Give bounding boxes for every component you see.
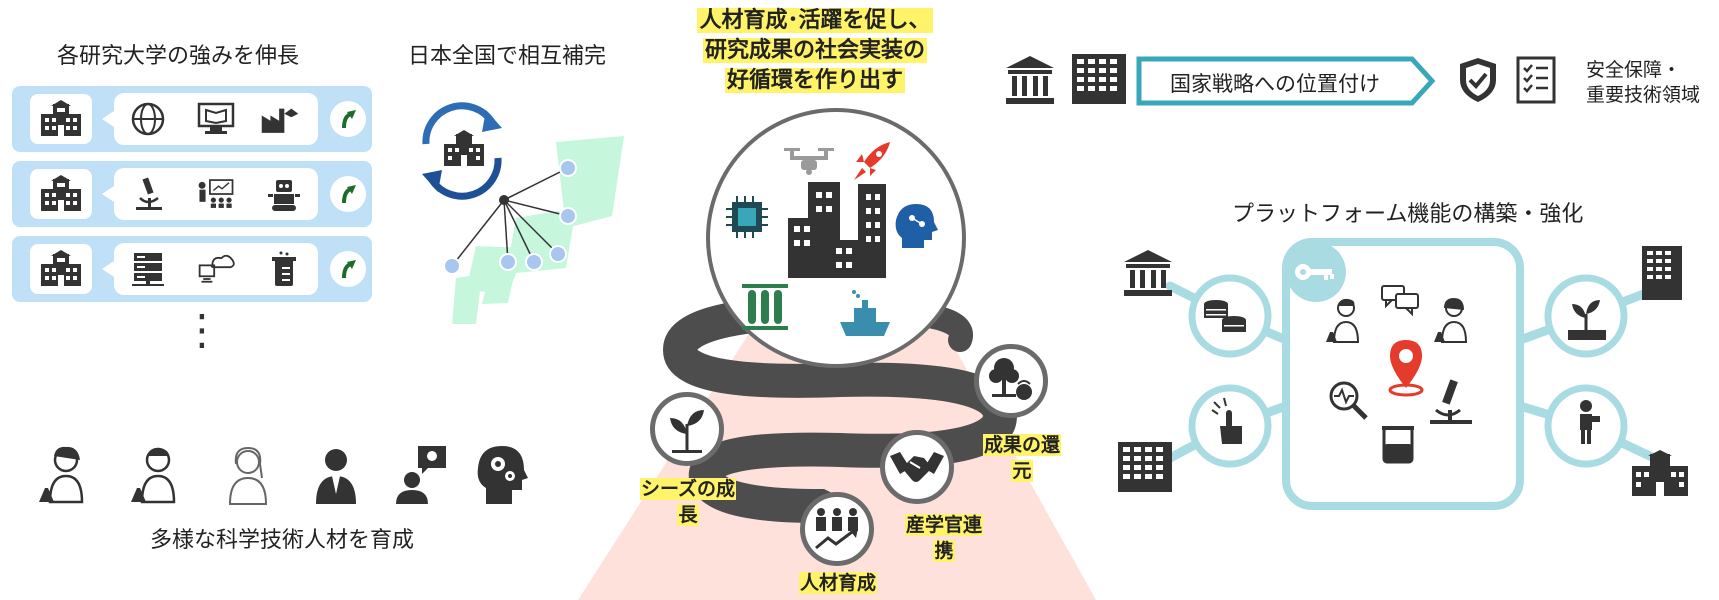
scientists-group (39, 446, 528, 505)
nationwide-title: 日本全国で相互補完 (408, 44, 607, 69)
university-node (499, 253, 517, 271)
microscope-icon (1430, 379, 1472, 424)
test-tubes-icon (742, 284, 788, 330)
lecture-icon (198, 179, 234, 208)
globe-icon (131, 102, 165, 136)
universities-title: 各研究大学の強みを伸長 (57, 44, 300, 69)
ship-icon (840, 290, 890, 336)
university-node (525, 253, 543, 271)
businessman-icon (316, 449, 356, 504)
growth-arrow-icon (330, 251, 366, 287)
human-resources-caption: 多様な科学技術人材を育成 (150, 528, 415, 553)
thinking-head-gears-icon (477, 446, 528, 504)
university-building-icon (30, 169, 92, 219)
university-node (549, 245, 567, 263)
team-growth-icon (815, 508, 858, 550)
funding-circle (1188, 274, 1272, 358)
coins-icon (1204, 300, 1246, 332)
idea-person-icon (396, 446, 446, 504)
outer-campus-icon (1632, 450, 1688, 496)
ai-head-icon (895, 204, 938, 248)
talent-label: 人材育成 (776, 570, 900, 596)
security-line2: 重要技術領域 (1586, 84, 1701, 106)
center-title: 人材育成･活躍を促し、 研究成果の社会実装の 好循環を作り出す (650, 6, 980, 96)
outer-government-icon (1124, 250, 1172, 296)
university-row-1 (12, 86, 372, 152)
university-building-icon (30, 244, 92, 294)
campus-building-icon (444, 130, 484, 166)
sprout-hand-icon (1568, 300, 1606, 340)
map-region-south (452, 274, 482, 324)
beaker-icon (1382, 426, 1414, 464)
center-title-line3: 好循環を作り出す (724, 68, 905, 93)
growth-arrow-icon (330, 101, 366, 137)
analysis-magnifier-icon (1329, 381, 1368, 420)
japan-network-map (422, 102, 624, 324)
beaker-icon (272, 251, 296, 286)
cycle-arrows-icon (422, 102, 502, 200)
return-label: 成果の還 元 (960, 432, 1084, 484)
office-building-icon (1072, 54, 1126, 104)
handshake-icon (890, 452, 944, 482)
university-building-icon (30, 94, 92, 144)
microchip-icon (726, 196, 768, 238)
more-ellipsis: ⋮ (181, 305, 223, 354)
platform-diagram (1118, 238, 1688, 510)
strategy-banner-arrow (1136, 56, 1436, 106)
female-scientist-icon (39, 446, 84, 504)
return-label-1: 成果の還 (982, 434, 1061, 456)
city-buildings-icon (788, 182, 886, 278)
university-row-3 (12, 236, 372, 302)
university-node (443, 257, 461, 275)
center-title-line1: 人材育成･活躍を促し、 (697, 8, 933, 33)
robot-icon (268, 180, 300, 211)
seeds-growth-label-1: シーズの成 (639, 478, 737, 500)
hub-node (499, 195, 509, 205)
strategy-banner-text: 国家戦略への位置付け (1170, 72, 1380, 96)
platform-title: プラットフォーム機能の構築・強化 (1232, 202, 1584, 227)
seeds-growth-label-2: 長 (677, 504, 699, 526)
rocket-icon (854, 142, 890, 180)
outer-office-icon (1118, 442, 1172, 492)
industry-label: 産学官連 携 (882, 512, 1006, 564)
cloud-computer-icon (198, 254, 235, 283)
industry-label-1: 産学官連 (904, 514, 983, 536)
university-row-2 (12, 161, 372, 227)
server-icon (132, 253, 164, 286)
security-text: 安全保障・ 重要技術領域 (1586, 58, 1700, 108)
shield-check-icon (1460, 58, 1496, 102)
strength-bubble (102, 93, 318, 145)
strength-bubble (102, 243, 318, 295)
chat-bubbles-icon (1381, 285, 1419, 317)
university-node (559, 159, 577, 177)
outer-tower-icon (1642, 246, 1682, 300)
map-region-island (482, 284, 512, 304)
researcher-icon (1580, 400, 1600, 444)
male-scientist-icon (131, 447, 176, 504)
location-pin-icon (1388, 340, 1424, 397)
sprout-icon (670, 410, 704, 453)
tree-fruit-icon (989, 358, 1032, 400)
checklist-icon (1516, 56, 1556, 104)
society-icons (726, 142, 938, 336)
map-region-north (556, 136, 624, 228)
drone-icon (784, 148, 834, 175)
return-label-2: 元 (1011, 460, 1033, 482)
center-title-line2: 研究成果の社会実装の (702, 38, 927, 63)
security-line1: 安全保障・ (1586, 59, 1682, 81)
monitor-book-icon (197, 102, 235, 134)
government-building-icon (1006, 56, 1054, 104)
female-scientist-icon (1434, 298, 1468, 343)
pointing-hand-icon (1211, 397, 1242, 444)
strength-bubble (102, 168, 318, 220)
woman-icon (228, 446, 268, 505)
growth-arrow-icon (330, 176, 366, 212)
microscope-icon (136, 177, 162, 210)
male-scientist-icon (1326, 298, 1360, 343)
talent-label-text: 人材育成 (798, 572, 877, 594)
university-node (559, 207, 577, 225)
factory-handshake-icon (261, 108, 299, 133)
industry-label-2: 携 (933, 540, 955, 562)
seeds-growth-label: シーズの成 長 (626, 476, 750, 528)
